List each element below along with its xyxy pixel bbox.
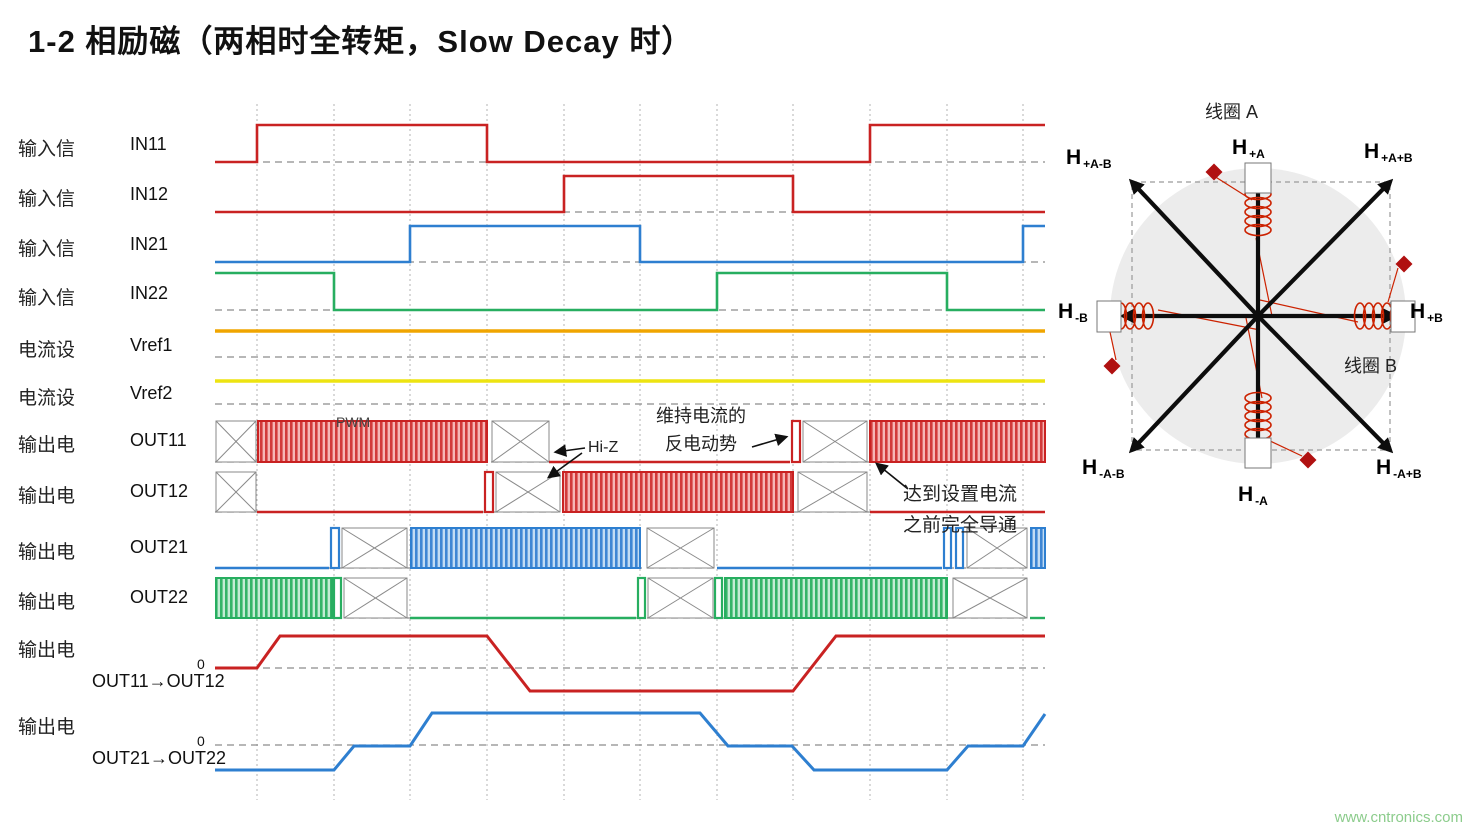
h-main: H	[1066, 146, 1082, 169]
row-category-label: 输入信	[18, 139, 76, 160]
hiz-annotation: Hi-Z	[588, 439, 619, 456]
row-category-label: 输入信	[18, 189, 76, 210]
row-signal-label: OUT11→OUT12	[92, 671, 225, 691]
row-category-label: 输出电	[18, 435, 76, 456]
row-signal-label: OUT22	[130, 587, 189, 607]
h-vector-label-plus-b: H+B	[1410, 300, 1443, 325]
full-conduction-line2: 之前完全导通	[903, 515, 1018, 536]
row-signal-label: IN12	[130, 184, 169, 204]
zero-label: 0	[197, 656, 205, 672]
row-signal-label: OUT21→OUT22	[92, 748, 227, 768]
row-signal-label: OUT12	[130, 481, 189, 501]
h-vector-label-minus-a-plus-b: H-A+B	[1376, 456, 1422, 481]
h-sub: +A-B	[1083, 157, 1112, 171]
h-main: H	[1082, 456, 1098, 479]
h-sub: +A+B	[1381, 151, 1413, 165]
pwm-annotation: PWM	[336, 414, 371, 430]
h-main: H	[1058, 300, 1074, 323]
h-vector-label-minus-a: H-A	[1238, 483, 1268, 508]
h-sub: +A	[1249, 147, 1265, 161]
row-category-label: 输出电	[18, 542, 76, 563]
page-title: 1-2 相励磁（两相时全转矩，Slow Decay 时）	[28, 24, 694, 59]
row-signal-label: Vref1	[130, 335, 173, 355]
zero-label: 0	[197, 733, 205, 749]
h-sub: -A	[1255, 494, 1268, 508]
h-vector-label-plus-a-plus-b: H+A+B	[1364, 140, 1413, 165]
row-category-label: 输出电	[18, 640, 76, 661]
row-category-label: 电流设	[18, 340, 76, 361]
h-main: H	[1410, 300, 1426, 323]
back-emf-line2: 反电动势	[665, 434, 737, 454]
watermark: www.cntronics.com	[1334, 809, 1463, 826]
h-sub: +B	[1427, 311, 1443, 325]
full-conduction-line1: 达到设置电流	[903, 484, 1018, 505]
row-category-label: 输出电	[18, 486, 76, 507]
h-main: H	[1232, 136, 1248, 159]
coil-b-label: 线圈 B	[1344, 356, 1398, 376]
full-conduction-annotation: 达到设置电流 之前完全导通	[903, 479, 1058, 541]
row-category-label: 输入信	[18, 288, 76, 309]
h-sub: -A-B	[1099, 467, 1125, 481]
h-main: H	[1364, 140, 1380, 163]
row-category-label: 电流设	[18, 388, 76, 409]
row-signal-label: Vref2	[130, 383, 173, 403]
row-category-label: 输入信	[18, 239, 76, 260]
h-vector-label-plus-a-minus-b: H+A-B	[1066, 146, 1112, 171]
row-signal-label: OUT11	[130, 430, 187, 450]
h-main: H	[1376, 456, 1392, 479]
row-signal-label: IN22	[130, 283, 169, 303]
h-vector-label-minus-b: H-B	[1058, 300, 1088, 325]
coil-a-label: 线圈 A	[1205, 102, 1259, 122]
row-category-label: 输出电	[18, 717, 76, 738]
h-main: H	[1238, 483, 1254, 506]
row-category-label: 输出电	[18, 592, 76, 613]
back-emf-line1: 维持电流的	[656, 406, 746, 426]
h-vector-label-plus-a: H+A	[1232, 136, 1265, 161]
row-signal-label: IN21	[130, 234, 169, 254]
row-signal-label: OUT21	[130, 537, 189, 557]
row-signal-label: IN11	[130, 134, 167, 154]
h-vector-label-minus-a-minus-b: H-A-B	[1082, 456, 1125, 481]
h-sub: -A+B	[1393, 467, 1422, 481]
back-emf-annotation: 维持电流的 反电动势	[636, 402, 766, 458]
h-sub: -B	[1075, 311, 1088, 325]
